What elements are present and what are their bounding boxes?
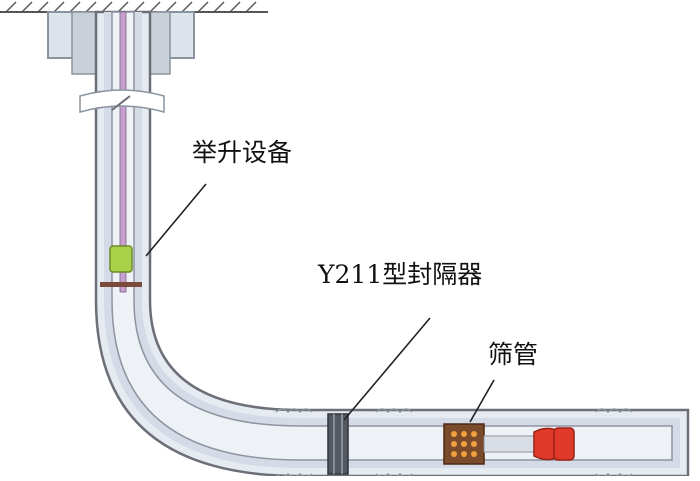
tubing bbox=[111, 11, 673, 461]
screen-pipe bbox=[443, 423, 535, 465]
wellhead-flanges bbox=[47, 11, 195, 75]
pipe-break-symbol bbox=[79, 89, 165, 113]
label-lift-equipment: 举升设备 bbox=[192, 138, 293, 167]
label-packer: Y211型封隔器 bbox=[318, 260, 483, 289]
leader-lines bbox=[145, 183, 495, 423]
tubing-end-cap bbox=[533, 427, 575, 461]
label-screen-pipe: 筛管 bbox=[488, 340, 539, 369]
packer bbox=[327, 413, 349, 475]
lift-equipment bbox=[100, 245, 142, 287]
ground-surface bbox=[0, 1, 268, 13]
